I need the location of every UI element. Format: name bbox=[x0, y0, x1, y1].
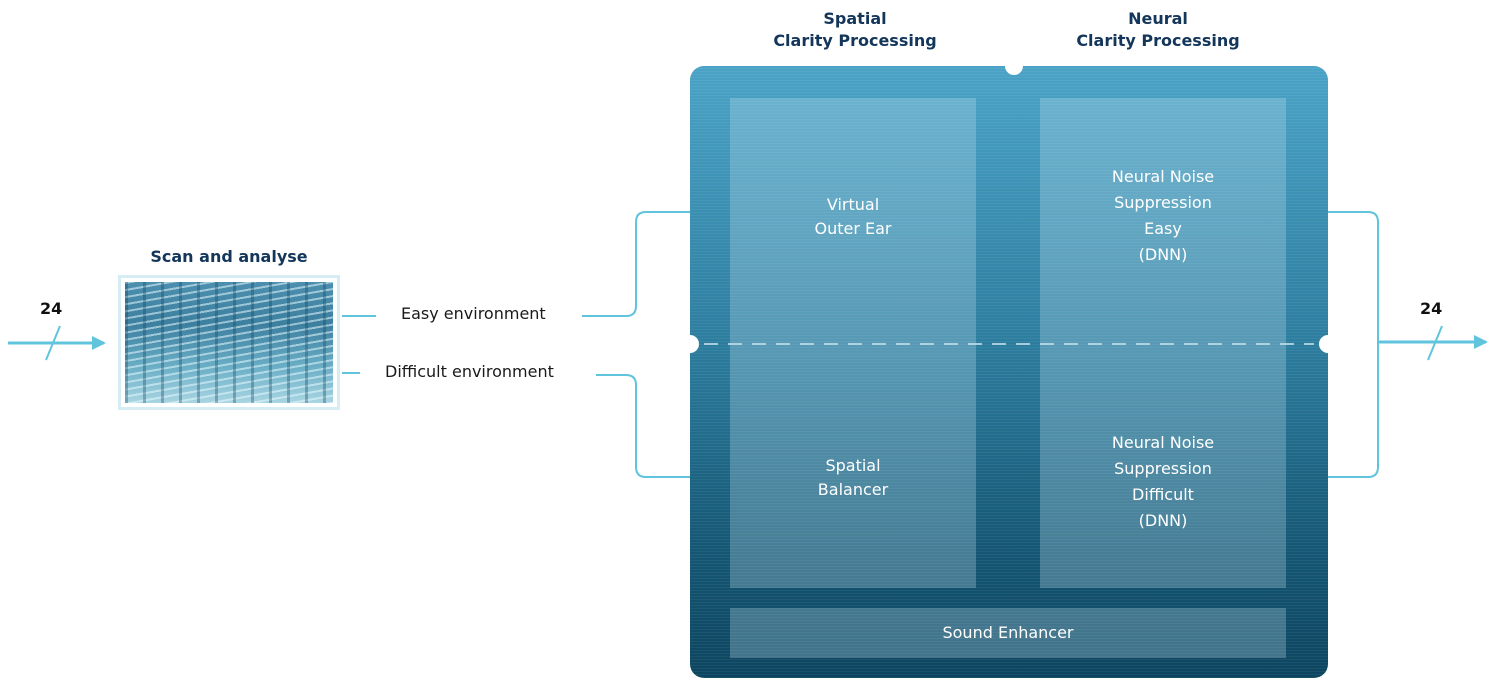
easy-environment-label: Easy environment bbox=[401, 304, 546, 323]
nns-easy-block: Neural Noise Suppression Easy (DNN) bbox=[1111, 167, 1215, 264]
scan-analyse-heading: Scan and analyse bbox=[150, 247, 308, 266]
sound-enhancer-block: Sound Enhancer bbox=[730, 608, 1286, 658]
virtual-outer-ear-block: Virtual Outer Ear bbox=[814, 195, 892, 238]
spatial-clarity-heading: Spatial Clarity Processing bbox=[773, 9, 937, 50]
input-bus-count: 24 bbox=[40, 299, 63, 318]
input-bus-slash bbox=[45, 325, 61, 361]
difficult-environment-label: Difficult environment bbox=[385, 362, 554, 381]
sound-enhancer-label: Sound Enhancer bbox=[942, 623, 1074, 642]
panel-right-notch bbox=[1319, 335, 1337, 353]
spatial-balancer-block: Spatial Balancer bbox=[817, 456, 889, 499]
nns-difficult-block: Neural Noise Suppression Difficult (DNN) bbox=[1111, 433, 1215, 530]
scan-spectrogram bbox=[118, 275, 340, 410]
spectrogram-image bbox=[125, 282, 333, 403]
output-bus-slash bbox=[1427, 325, 1443, 361]
panel-left-notch bbox=[681, 335, 699, 353]
neural-column: Neural Noise Suppression Easy (DNN) Neur… bbox=[1040, 98, 1286, 588]
processing-panel: Virtual Outer Ear Spatial Balancer Neura… bbox=[681, 57, 1337, 678]
easy-difficult-divider bbox=[704, 343, 1314, 345]
spatial-column: Virtual Outer Ear Spatial Balancer bbox=[730, 98, 976, 588]
neural-clarity-heading: Neural Clarity Processing bbox=[1076, 9, 1240, 50]
output-bus-count: 24 bbox=[1420, 299, 1443, 318]
panel-top-notch bbox=[1005, 57, 1023, 75]
